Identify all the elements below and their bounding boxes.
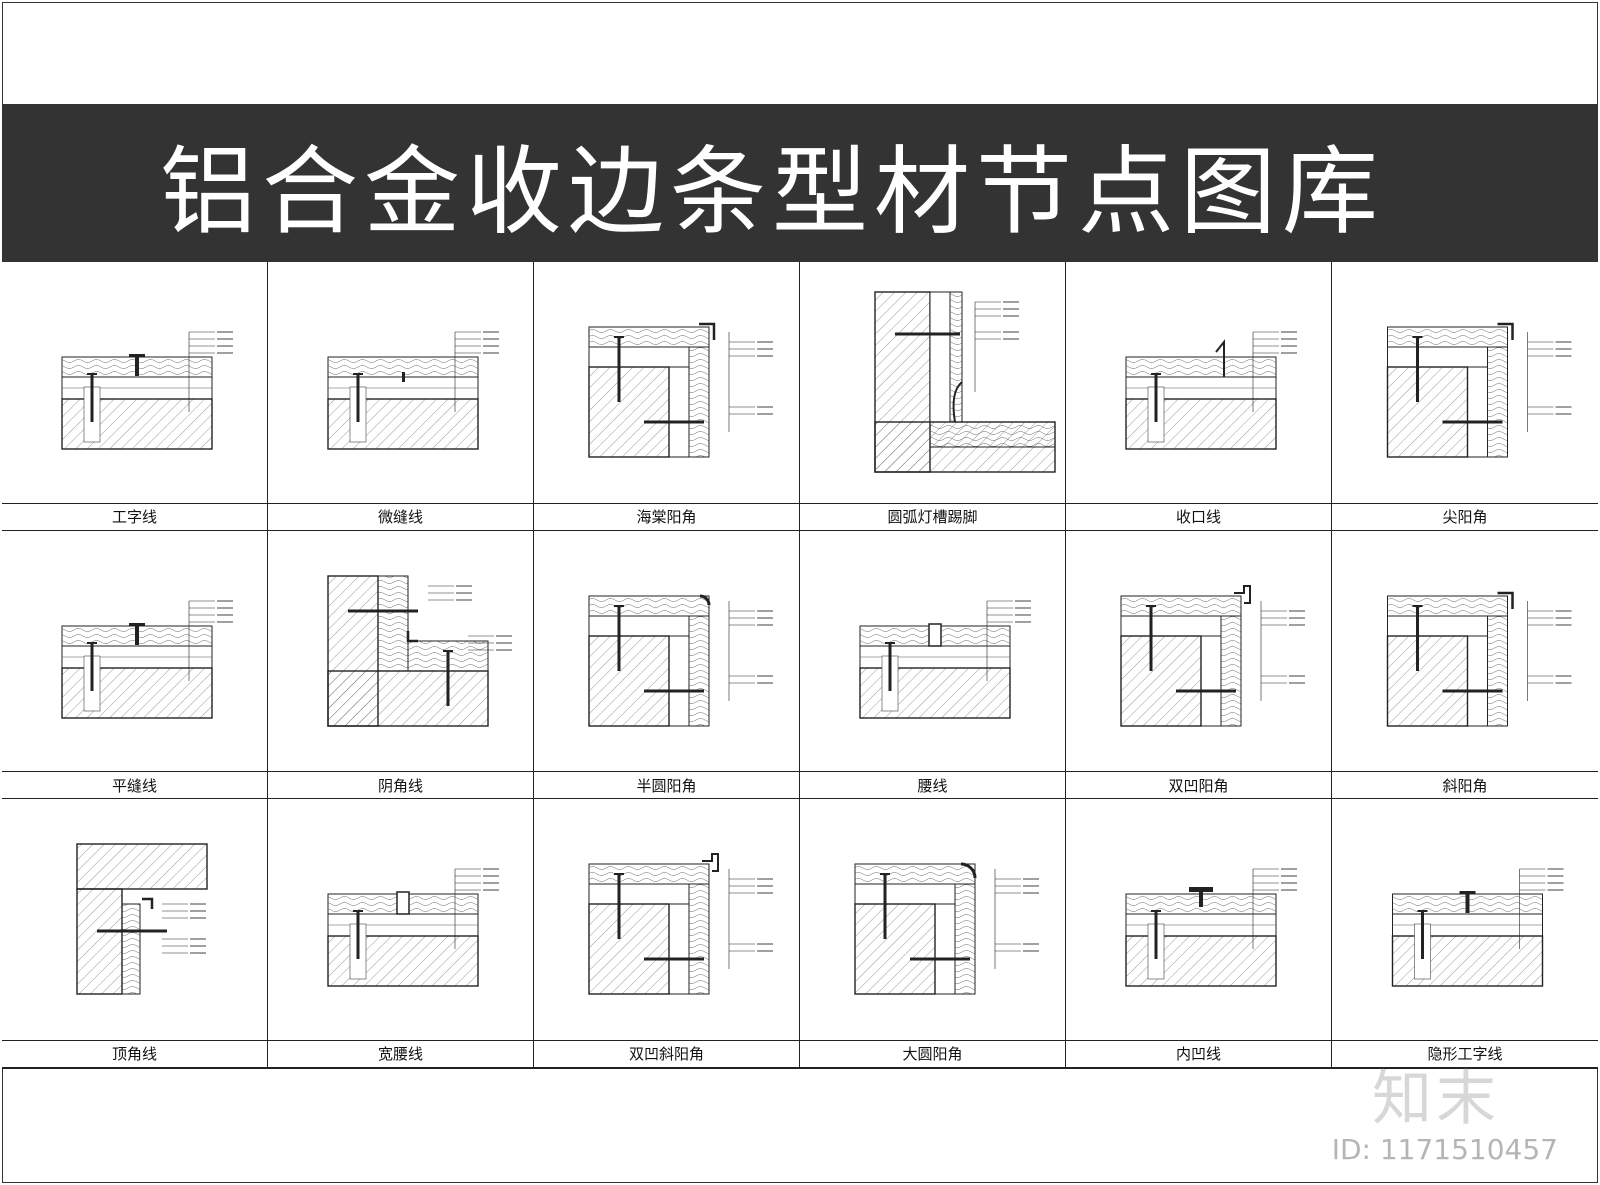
node-cell: 尖阳角 xyxy=(1332,262,1598,531)
section-detail-drawing xyxy=(859,599,1031,719)
node-label: 半圆阳角 xyxy=(534,771,799,798)
node-cell: 顶角线 xyxy=(2,799,268,1068)
node-label: 工字线 xyxy=(2,502,267,530)
node-label: 斜阳角 xyxy=(1332,771,1598,798)
section-detail-drawing xyxy=(588,322,773,458)
node-cell: 圆弧灯槽踢脚 xyxy=(800,262,1066,531)
node-label: 海棠阳角 xyxy=(534,502,799,530)
section-detail-drawing xyxy=(1386,322,1572,458)
node-cell: 双凹阳角 xyxy=(1066,530,1332,800)
node-cell: 大圆阳角 xyxy=(800,799,1066,1068)
node-cell: 宽腰线 xyxy=(268,799,534,1068)
section-detail-drawing xyxy=(1125,331,1297,450)
section-detail-drawing xyxy=(327,331,499,450)
node-label: 收口线 xyxy=(1066,502,1331,530)
node-label: 圆弧灯槽踢脚 xyxy=(800,502,1065,530)
section-detail-drawing xyxy=(1125,868,1297,988)
section-detail-drawing xyxy=(327,868,499,988)
section-detail-drawing xyxy=(588,853,773,996)
node-label: 大圆阳角 xyxy=(800,1039,1065,1067)
section-detail-drawing xyxy=(854,862,1039,996)
section-detail-drawing xyxy=(874,291,1056,473)
node-cell: 内凹线 xyxy=(1066,799,1332,1068)
node-cell: 平缝线 xyxy=(2,530,268,800)
node-detail-grid: 工字线微缝线海棠阳角圆弧灯槽踢脚收口线尖阳角平缝线阴角线半圆阳角腰线双凹阳角斜阳… xyxy=(2,262,1598,1069)
node-label: 内凹线 xyxy=(1066,1039,1331,1067)
node-label: 双凹阳角 xyxy=(1066,771,1331,798)
node-cell: 双凹斜阳角 xyxy=(534,799,800,1068)
section-detail-drawing xyxy=(76,843,208,996)
watermark-logo: 知末 xyxy=(1372,1064,1500,1134)
node-cell: 微缝线 xyxy=(268,262,534,531)
node-label: 尖阳角 xyxy=(1332,502,1598,530)
node-label: 隐形工字线 xyxy=(1332,1039,1598,1067)
node-label: 微缝线 xyxy=(268,502,533,530)
node-cell: 海棠阳角 xyxy=(534,262,800,531)
node-cell: 腰线 xyxy=(800,530,1066,800)
watermark-id: ID: 1171510457 xyxy=(1331,1133,1558,1166)
title-banner: 铝合金收边条型材节点图库 xyxy=(2,104,1598,262)
section-detail-drawing xyxy=(588,594,773,727)
node-cell: 斜阳角 xyxy=(1332,530,1598,800)
node-label: 腰线 xyxy=(800,771,1065,798)
node-label: 阴角线 xyxy=(268,771,533,798)
section-detail-drawing xyxy=(1391,868,1564,988)
section-detail-drawing xyxy=(1120,584,1305,727)
section-detail-drawing xyxy=(61,331,233,450)
node-cell: 收口线 xyxy=(1066,262,1332,531)
node-cell: 工字线 xyxy=(2,262,268,531)
node-label: 双凹斜阳角 xyxy=(534,1039,799,1067)
node-cell: 阴角线 xyxy=(268,530,534,800)
node-cell: 隐形工字线 xyxy=(1332,799,1598,1068)
section-detail-drawing xyxy=(1386,591,1572,727)
section-detail-drawing xyxy=(61,599,233,719)
section-detail-drawing xyxy=(327,574,512,727)
node-cell: 半圆阳角 xyxy=(534,530,800,800)
node-label: 顶角线 xyxy=(2,1039,267,1067)
node-label: 宽腰线 xyxy=(268,1039,533,1067)
page-title: 铝合金收边条型材节点图库 xyxy=(160,135,1384,248)
node-label: 平缝线 xyxy=(2,771,267,798)
